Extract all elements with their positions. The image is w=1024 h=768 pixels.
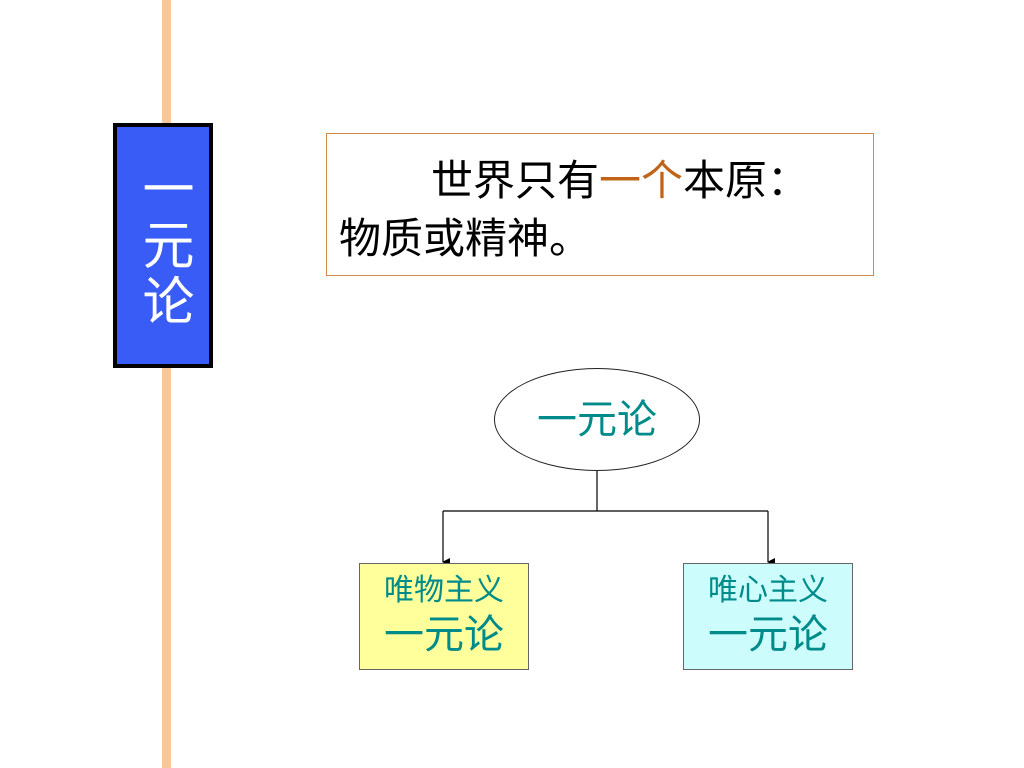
child-node-materialism: 唯物主义 一元论 (359, 563, 529, 670)
definition-highlight: 一个 (599, 156, 684, 205)
definition-line-1-end: 本原： (683, 156, 810, 205)
root-node: 一元论 (494, 368, 700, 471)
definition-line-1: 世界只有一个本原： (339, 152, 873, 210)
root-node-label: 一元论 (537, 396, 657, 443)
side-title-box: 一元论 (113, 123, 213, 368)
definition-box: 世界只有一个本原： 物质或精神。 (326, 133, 874, 276)
definition-line-1-start: 世界只有 (431, 156, 600, 205)
definition-line-2: 物质或精神。 (339, 214, 592, 263)
side-title-text: 一元论 (133, 161, 193, 330)
decorative-vertical-line (162, 0, 171, 768)
child-node-idealism: 唯心主义 一元论 (683, 563, 853, 670)
child-node-materialism-sub: 唯物主义 (384, 573, 504, 608)
child-node-idealism-main: 一元论 (708, 612, 828, 658)
child-node-idealism-sub: 唯心主义 (708, 573, 828, 608)
child-node-materialism-main: 一元论 (384, 612, 504, 658)
